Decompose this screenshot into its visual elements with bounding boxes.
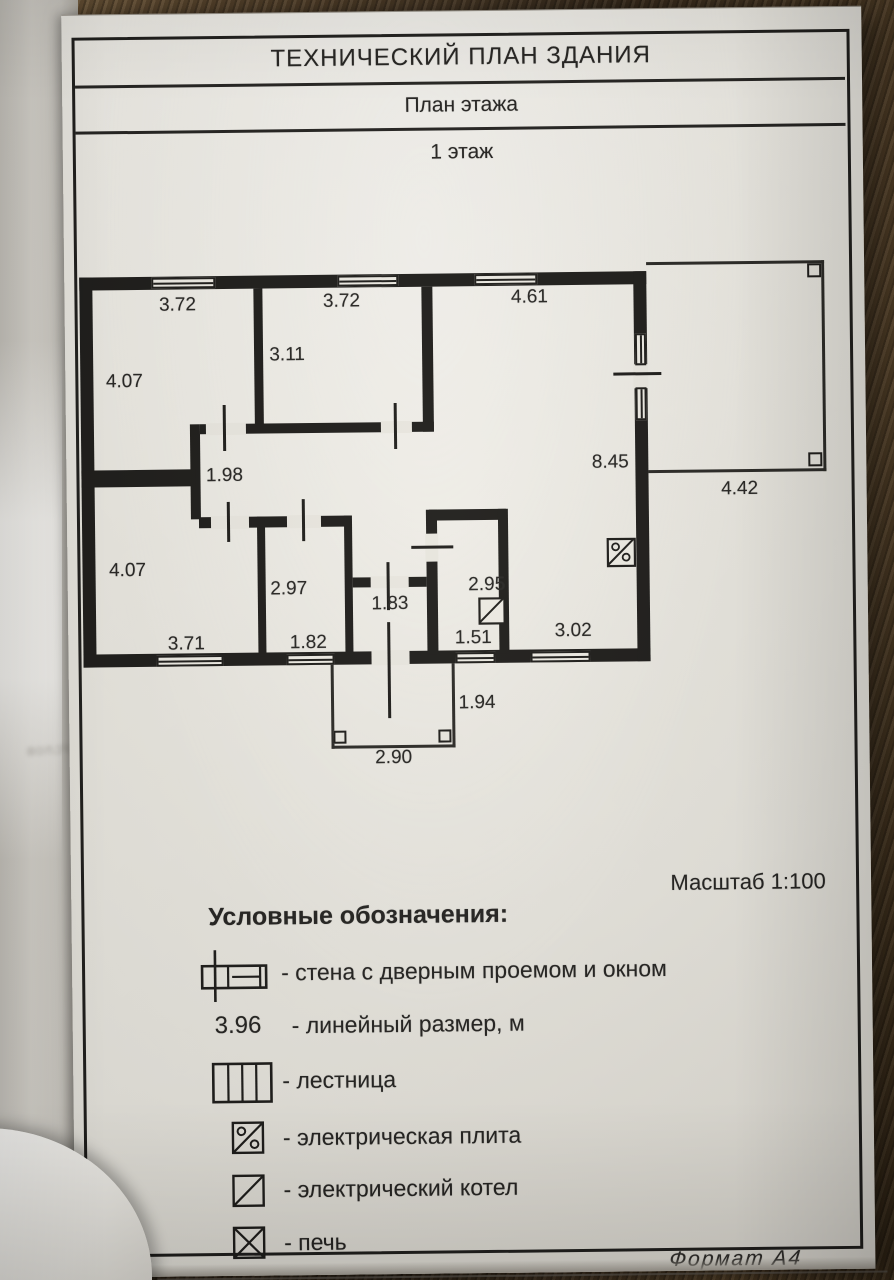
scale-note: Масштаб 1:100: [670, 868, 826, 895]
dimension-label: 2.97: [270, 578, 308, 600]
wall-segment: [81, 469, 196, 488]
electric-boiler-plan-icon: [478, 597, 507, 626]
dimension-label: 2.95: [468, 573, 506, 596]
wall-segment: [253, 288, 264, 429]
dimension-tick: [411, 545, 454, 549]
staircase-icon: [211, 1062, 273, 1104]
dimension-label: 1.83: [371, 592, 409, 615]
electric-boiler-icon: [232, 1174, 265, 1208]
dimension-label: 3.72: [322, 290, 361, 312]
window-symbol: [474, 273, 538, 286]
window-symbol: [151, 277, 216, 289]
dimension-label: 1.94: [458, 691, 496, 714]
dimension-label: 1.82: [289, 631, 327, 654]
window-symbol: [634, 333, 647, 366]
dimension-label: 4.42: [721, 477, 759, 500]
wall-segment: [421, 286, 434, 432]
dimension-label: 3.02: [554, 619, 592, 642]
corner-post: [333, 730, 347, 744]
sheet-edge-line: [157, 1270, 888, 1280]
legend-label-furnace: - печь: [284, 1228, 347, 1256]
floor-plan: 3.72 3.72 4.61 3.11 4.07 1.98 8.45 4.42 4.07 2.97…: [0, 0, 887, 768]
corner-post: [808, 452, 823, 467]
dimension-tick: [222, 404, 227, 451]
legend-label-electric-boiler: - электрический котел: [283, 1173, 519, 1203]
window-symbol: [337, 274, 399, 287]
corner-post: [807, 263, 822, 278]
dimension-label: 8.45: [591, 451, 629, 473]
dimension-label: 2.90: [375, 746, 413, 769]
legend-heading: Условные обозначения:: [208, 899, 509, 932]
dimension-label: 3.72: [158, 294, 197, 316]
electric-stove-plan-icon: [606, 537, 637, 568]
dimension-label: 4.61: [510, 286, 549, 308]
underlying-sheet-highlight: [0, 340, 62, 860]
dimension-label: 3.71: [167, 633, 205, 655]
format-note: Формат А4: [668, 1246, 804, 1271]
window-symbol: [635, 387, 647, 421]
legend-label-wall: - стена с дверным проемом и окном: [280, 954, 668, 986]
wall-with-door-and-window-icon: [200, 950, 268, 1003]
dimension-tick: [226, 501, 231, 542]
wall-segment: [428, 508, 506, 521]
dimension-label: 4.07: [105, 370, 143, 393]
window-symbol: [455, 651, 496, 664]
legend-sample-dimension: 3.96: [214, 1011, 262, 1040]
legend-label-electric-stove: - электрическая плита: [282, 1121, 522, 1151]
window-symbol: [286, 653, 335, 666]
dimension-tick: [393, 403, 398, 450]
dimension-label: 4.07: [108, 559, 147, 582]
dimension-tick: [301, 499, 306, 542]
furnace-icon: [232, 1226, 266, 1260]
dimension-label: 3.11: [269, 344, 305, 366]
door-opening: [633, 364, 649, 389]
dimension-tick: [613, 372, 662, 376]
wall-segment: [256, 516, 267, 657]
legend-label-linear-dimension: - линейный размер, м: [291, 1009, 525, 1039]
legend-label-staircase: - лестница: [282, 1066, 397, 1094]
window-symbol: [530, 650, 591, 663]
electric-stove-icon: [231, 1121, 265, 1155]
dimension-label: 1.51: [454, 626, 492, 649]
window-symbol: [156, 655, 224, 667]
wall-segment: [425, 509, 439, 655]
dimension-label: 1.98: [205, 464, 244, 487]
document-page: ТЕХНИЧЕСКИЙ ПЛАН ЗДАНИЯ План этажа 1 эта…: [61, 5, 888, 1280]
corner-post: [438, 729, 452, 743]
